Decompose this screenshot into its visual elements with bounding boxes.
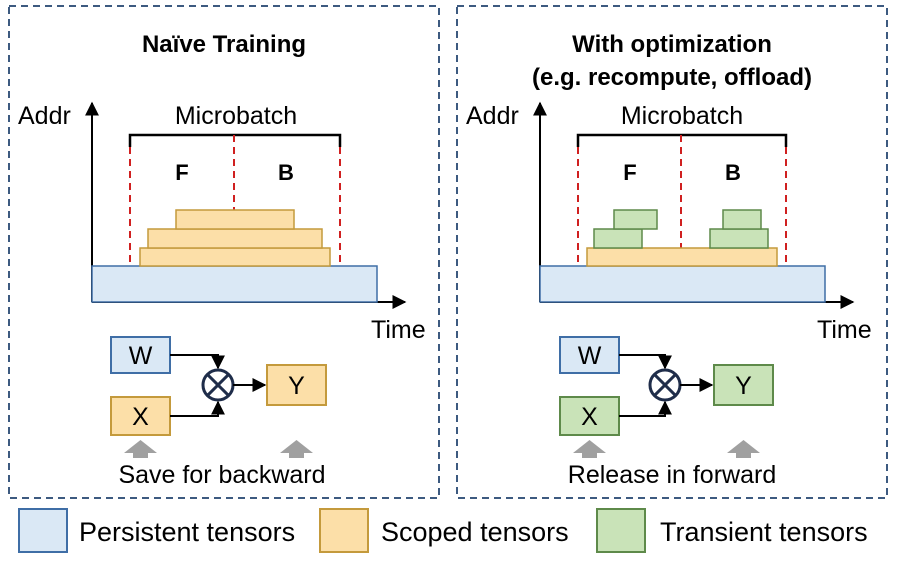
- left-gray-arrow-x: [124, 440, 157, 458]
- right-persistent-block: [539, 265, 826, 303]
- left-caption: Save for backward: [118, 461, 325, 489]
- right-panel: With optimization (e.g. recompute, offlo…: [456, 5, 888, 499]
- left-scoped-block-1: [139, 247, 331, 267]
- legend-label-transient: Transient tensors: [660, 517, 868, 547]
- right-caption: Release in forward: [568, 461, 776, 489]
- right-node-x-label: X: [581, 403, 598, 431]
- left-gray-arrow-y: [280, 440, 313, 458]
- left-phase-forward: F: [175, 160, 188, 185]
- legend-swatch-scoped: [319, 508, 369, 553]
- left-node-x-label: X: [132, 403, 149, 431]
- left-multiply-op-cross-2: [206, 373, 230, 397]
- right-node-y-label: Y: [735, 372, 752, 400]
- right-brace-label: Microbatch: [621, 102, 743, 130]
- left-panel: Naïve Training Addr Time Microbatch F B …: [8, 5, 440, 499]
- right-multiply-op-cross-2: [653, 373, 677, 397]
- legend-swatch-transient: [596, 508, 646, 553]
- left-node-w: [110, 336, 171, 374]
- legend: Persistent tensors Scoped tensors Transi…: [18, 508, 868, 553]
- left-node-y-label: Y: [288, 372, 305, 400]
- right-edge-w: [619, 354, 672, 370]
- left-panel-border: [8, 5, 440, 499]
- right-panel-border: [456, 5, 888, 499]
- right-transient-block-f1: [593, 228, 643, 249]
- right-phase-forward: F: [623, 160, 636, 185]
- left-phase-backward: B: [278, 160, 294, 185]
- right-node-w-label: W: [578, 342, 602, 370]
- right-edge-x: [619, 400, 672, 417]
- left-x-axis-label: Time: [371, 316, 426, 344]
- left-persistent-block: [91, 265, 378, 303]
- legend-swatch-persistent: [18, 508, 68, 553]
- right-y-axis-label: Addr: [466, 102, 519, 130]
- right-node-w: [559, 336, 620, 374]
- right-node-x: [559, 396, 620, 436]
- right-transient-block-b2: [722, 209, 762, 230]
- left-edge-w: [170, 354, 225, 370]
- left-node-y: [266, 364, 327, 406]
- right-scoped-block: [586, 247, 778, 267]
- left-node-w-label: W: [129, 342, 153, 370]
- right-transient-block-b1: [709, 228, 769, 249]
- left-scoped-block-3: [175, 209, 295, 230]
- right-phase-backward: B: [725, 160, 741, 185]
- left-y-axis-label: Addr: [18, 102, 71, 130]
- right-node-y: [713, 364, 774, 406]
- left-edge-x: [170, 400, 225, 417]
- legend-label-scoped: Scoped tensors: [381, 517, 569, 547]
- right-transient-block-f2: [613, 209, 658, 230]
- right-gray-arrow-y: [727, 440, 760, 458]
- right-x-axis-label: Time: [817, 316, 872, 344]
- right-panel-title-line2: (e.g. recompute, offload): [532, 64, 812, 91]
- right-panel-title-line1: With optimization: [572, 31, 772, 58]
- legend-label-persistent: Persistent tensors: [79, 517, 295, 547]
- left-brace-label: Microbatch: [175, 102, 297, 130]
- right-gray-arrow-x: [573, 440, 606, 458]
- left-panel-title: Naïve Training: [142, 31, 306, 58]
- left-scoped-block-2: [147, 228, 323, 249]
